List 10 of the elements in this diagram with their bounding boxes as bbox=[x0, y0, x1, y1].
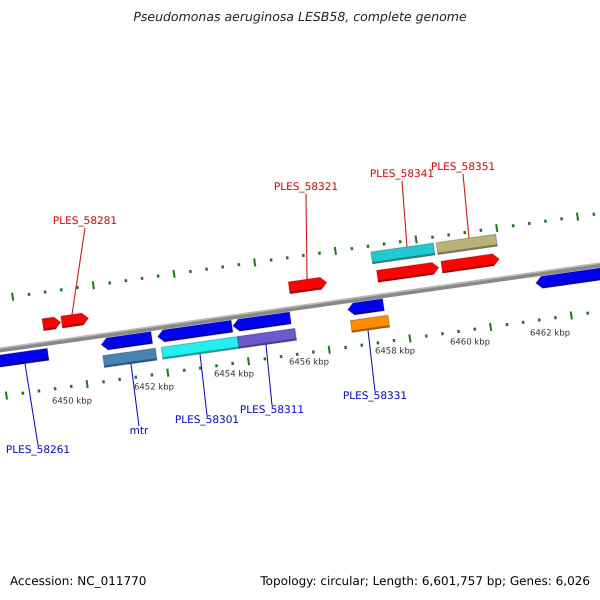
tick-label: 6450 kbp bbox=[52, 397, 92, 407]
tick-label: 6458 kbp bbox=[374, 347, 416, 357]
tick-label: 6452 kbp bbox=[134, 383, 174, 393]
tick-label: 6454 kbp bbox=[214, 370, 254, 380]
genome-info-text: Topology: circular; Length: 6,601,757 bp; Genes: 6,026 bbox=[260, 575, 590, 588]
tick-label: 6456 kbp bbox=[288, 358, 330, 368]
tick-label: 6460 kbp bbox=[450, 338, 490, 348]
tick-label: 6462 kbp bbox=[530, 329, 570, 339]
title: Pseudomonas aeruginosa LESB58, complete genome bbox=[133, 10, 467, 24]
accession-text: Accession: NC_011770 bbox=[10, 575, 146, 588]
